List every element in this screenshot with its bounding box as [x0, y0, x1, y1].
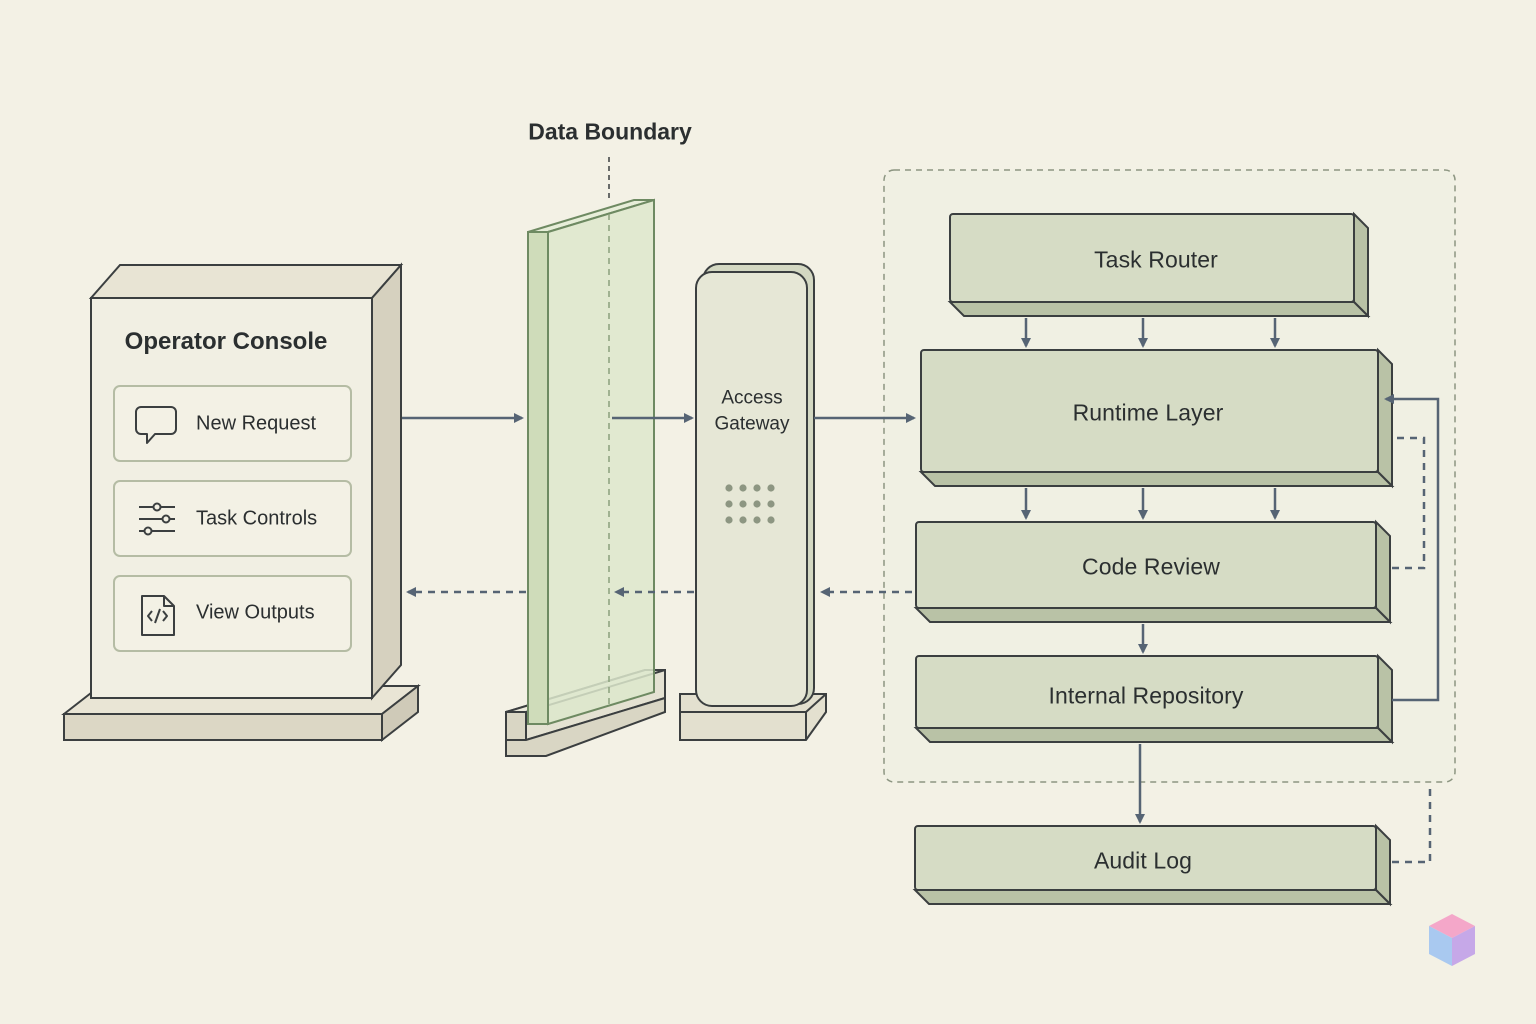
new-request-item[interactable]	[113, 385, 352, 462]
new-request-label: New Request	[196, 412, 317, 435]
access-gateway-label-line2: Gateway	[714, 413, 790, 435]
view-outputs-label: View Outputs	[196, 601, 315, 624]
access-gateway	[679, 263, 827, 741]
task-router-box	[947, 211, 1371, 319]
operator-console-title: Operator Console	[124, 328, 328, 355]
runtime-layer-label: Runtime Layer	[1072, 399, 1224, 426]
data-boundary-label: Data Boundary	[528, 118, 692, 145]
code-file-icon	[141, 595, 175, 636]
task-router-label: Task Router	[1094, 246, 1218, 273]
request-flow-arrows	[402, 318, 1440, 824]
audit-log-label: Audit Log	[1093, 847, 1193, 874]
internal-repository-box	[913, 653, 1395, 745]
response-flow-arrows	[406, 436, 1432, 864]
task-controls-item[interactable]	[113, 480, 352, 557]
audit-log-box	[912, 823, 1393, 907]
internal-repository-label: Internal Repository	[1048, 682, 1244, 709]
code-review-box	[913, 519, 1393, 625]
operator-console	[61, 262, 421, 743]
watermark-cube-icon	[1429, 914, 1475, 966]
access-gateway-label-line1: Access	[721, 387, 783, 409]
task-controls-label: Task Controls	[196, 507, 318, 530]
sliders-icon	[139, 502, 175, 536]
chat-bubble-icon	[135, 406, 177, 444]
data-boundary-panel	[505, 157, 666, 757]
code-review-label: Code Review	[1082, 553, 1220, 580]
gateway-keypad-icon	[725, 484, 775, 524]
runtime-layer-box	[918, 347, 1395, 489]
